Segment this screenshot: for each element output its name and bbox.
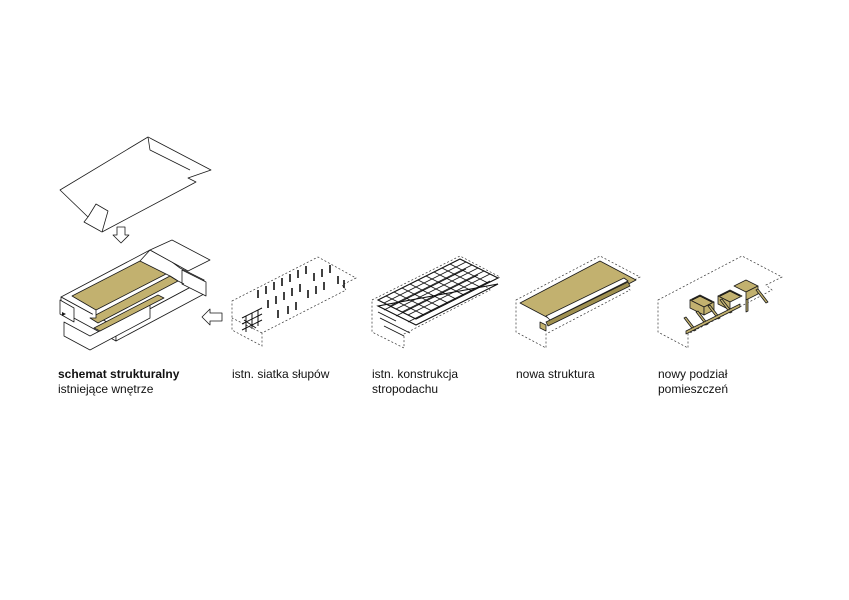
new-structure-label: nowa struktura <box>516 367 595 381</box>
new-structure-caption: nowa struktura <box>516 367 636 382</box>
roof-outline-drawing <box>59 136 212 233</box>
roof-label-line2: stropodachu <box>372 382 439 396</box>
arrow-left-icon <box>201 308 223 326</box>
rooms-label-line2: pomieszczeń <box>658 382 729 396</box>
roof-structure-caption: istn. konstrukcja stropodachu <box>372 367 502 397</box>
roof-label-line1: istn. konstrukcja <box>372 367 459 381</box>
main-title: schemat strukturalny <box>58 367 180 381</box>
arrow-down-icon <box>112 226 130 244</box>
column-grid-drawing <box>231 256 357 347</box>
existing-interior-drawing <box>59 239 211 351</box>
new-structure-drawing <box>515 255 641 349</box>
columns-grid-label: istn. siatka słupów <box>232 367 330 381</box>
main-caption: schemat strukturalny istniejące wnętrze <box>58 367 218 397</box>
roof-structure-drawing <box>371 255 501 349</box>
new-structure-slab <box>519 260 637 323</box>
rooms-label-line1: nowy podział <box>658 367 728 381</box>
room-division-caption: nowy podział pomieszczeń <box>658 367 778 397</box>
room-division-drawing <box>657 255 783 349</box>
main-subtitle: istniejące wnętrze <box>58 382 154 396</box>
columns-grid-caption: istn. siatka słupów <box>232 367 362 382</box>
